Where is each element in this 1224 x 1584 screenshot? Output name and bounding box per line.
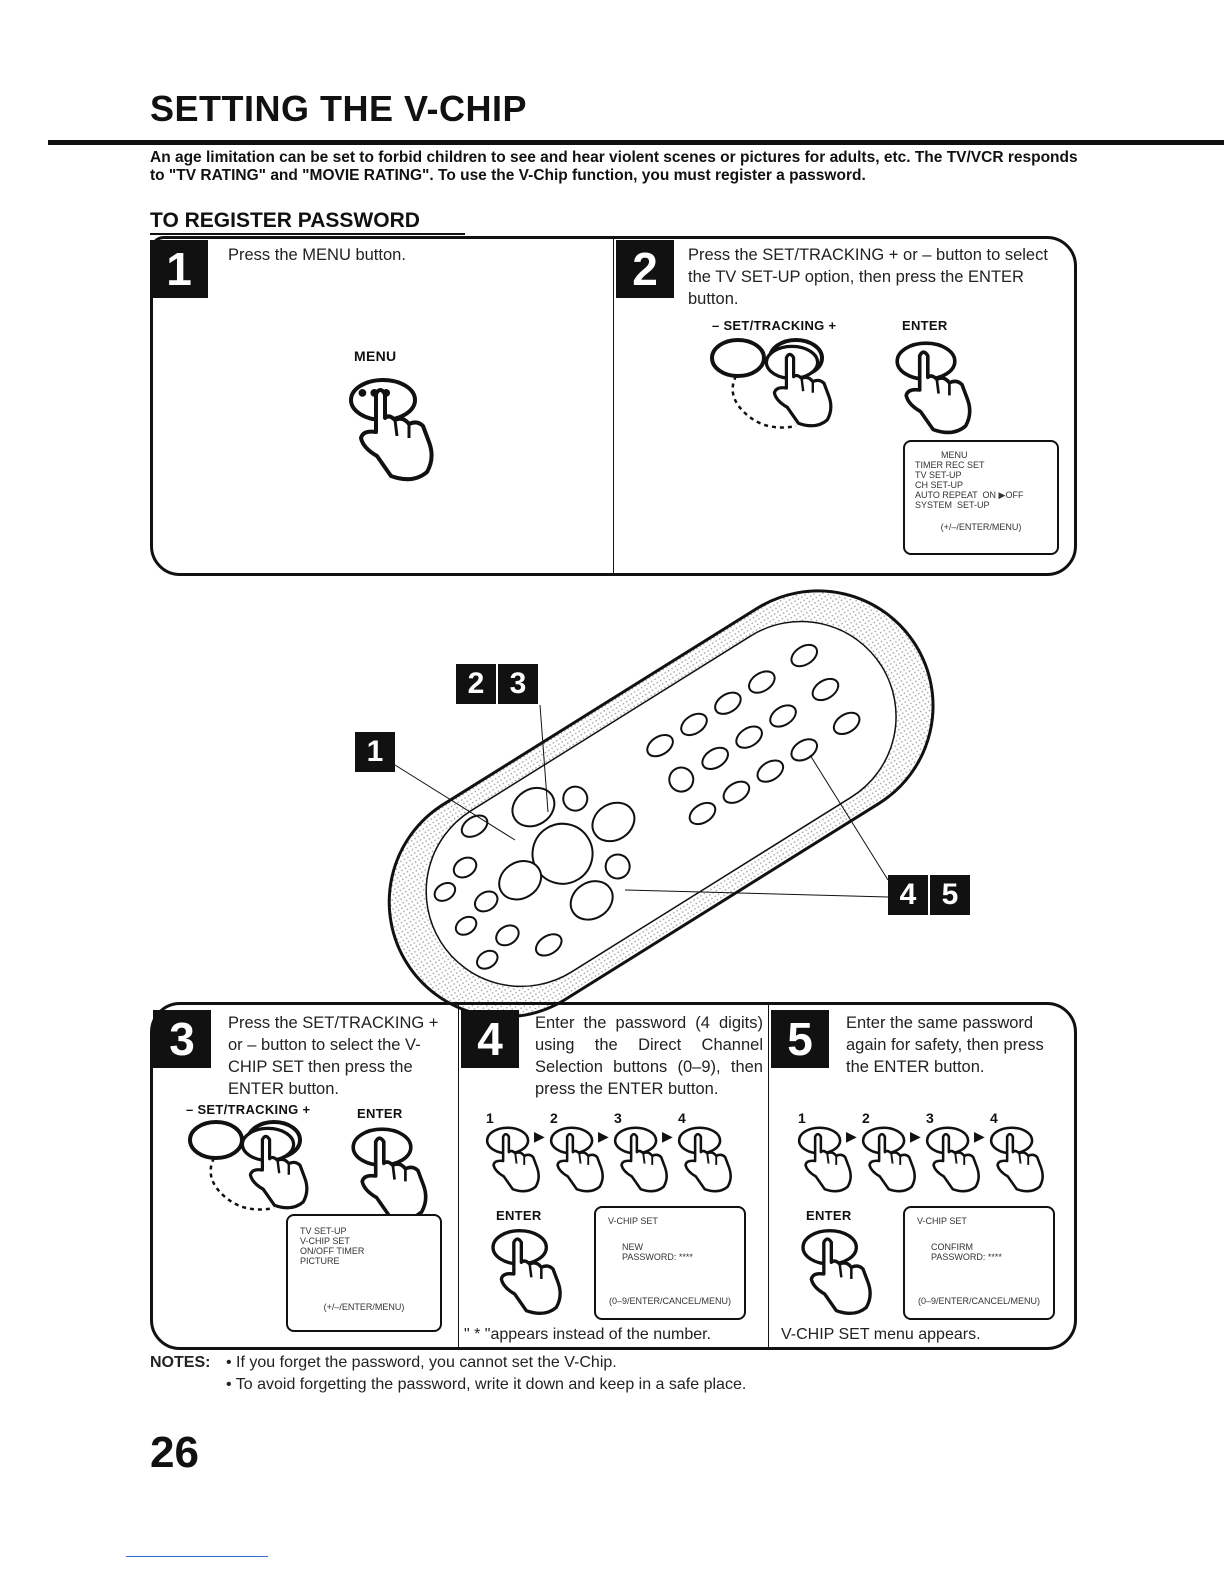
tv-setup-screen-item: PICTURE: [300, 1256, 340, 1266]
screen-title: V-CHIP SET: [608, 1216, 658, 1226]
section-heading: TO REGISTER PASSWORD: [150, 209, 420, 232]
callout-badge-2-3: 2 3: [456, 664, 538, 704]
enter-label: ENTER: [496, 1208, 542, 1223]
step-4-caption: " * "appears instead of the number.: [464, 1326, 712, 1343]
notes-label: NOTES:: [150, 1354, 211, 1371]
menu-screen-item: SYSTEM SET-UP: [915, 500, 990, 510]
new-password-screen: V-CHIP SET NEW PASSWORD: **** (0–9/ENTER…: [594, 1206, 746, 1320]
menu-button-dots-icon: ●●●: [357, 382, 393, 402]
digit-sequence: 1 2 3 4 ▶ ▶ ▶: [482, 1110, 752, 1200]
note-item: • If you forget the password, you cannot…: [226, 1354, 617, 1371]
digit-label: 3: [926, 1110, 935, 1126]
digit-sequence: 1 2 3 4 ▶ ▶ ▶: [794, 1110, 1064, 1200]
arrow-icon: ▶: [974, 1128, 985, 1144]
step-1-text: Press the MENU button.: [228, 246, 406, 264]
menu-screen-item: TIMER REC SET: [915, 460, 985, 470]
menu-screen-title: MENU: [941, 450, 968, 460]
screen-line: NEW: [622, 1242, 643, 1252]
badge-4: 4: [888, 875, 928, 915]
callout-badge-4-5: 4 5: [888, 875, 970, 915]
digit-label: 2: [550, 1110, 559, 1126]
tv-setup-screen-item: TV SET-UP: [300, 1226, 347, 1236]
digit-label: 4: [678, 1110, 687, 1126]
tv-setup-screen-item: ON/OFF TIMER: [300, 1246, 365, 1256]
step-5-text: Enter the same password again for safety…: [846, 1014, 1044, 1076]
page-title: SETTING THE V-CHIP: [150, 88, 528, 129]
badge-5: 5: [930, 875, 970, 915]
note-item: • To avoid forgetting the password, writ…: [226, 1376, 747, 1393]
title-rule: [48, 140, 1224, 145]
panel-divider: [458, 1005, 459, 1347]
badge-2: 2: [456, 664, 496, 704]
step-4-text: Enter the password (4 digits) using the …: [535, 1014, 763, 1098]
bottom-link-line: [126, 1556, 268, 1557]
arrow-icon: ▶: [662, 1128, 673, 1144]
step-5-number: 5: [771, 1010, 829, 1068]
panel-divider: [613, 239, 614, 573]
tracking-press-hand-icon: [236, 1122, 316, 1218]
steps-1-2-panel: [150, 236, 1077, 576]
intro-paragraph: An age limitation can be set to forbid c…: [150, 149, 1078, 184]
badge-3: 3: [498, 664, 538, 704]
arrow-icon: ▶: [910, 1128, 921, 1144]
step-3-text: Press the SET/TRACKING + or – button to …: [228, 1014, 439, 1098]
arrow-icon: ▶: [846, 1128, 857, 1144]
screen-line: PASSWORD: ****: [622, 1252, 693, 1262]
digit-press-hand-icon: [986, 1122, 1050, 1200]
screen-footer: (0–9/ENTER/CANCEL/MENU): [608, 1296, 732, 1306]
enter-label: ENTER: [806, 1208, 852, 1223]
step-2-number: 2: [616, 240, 674, 298]
enter-press-hand-icon: [796, 1224, 880, 1324]
step-2-text: Press the SET/TRACKING + or – button to …: [688, 246, 1048, 308]
arrow-icon: ▶: [534, 1128, 545, 1144]
screen-footer: (0–9/ENTER/CANCEL/MENU): [917, 1296, 1041, 1306]
digit-press-hand-icon: [674, 1122, 738, 1200]
step-4-number: 4: [461, 1010, 519, 1068]
tracking-label: – SET/TRACKING +: [186, 1102, 311, 1117]
callout-badge-1: 1: [355, 732, 395, 772]
menu-screen-item: CH SET-UP: [915, 480, 964, 490]
digit-label: 1: [798, 1110, 807, 1126]
step-1-number: 1: [150, 240, 208, 298]
digit-label: 3: [614, 1110, 623, 1126]
arrow-icon: ▶: [598, 1128, 609, 1144]
step-3-number: 3: [153, 1010, 211, 1068]
menu-screen-item: AUTO REPEAT ON ▶OFF: [915, 490, 1024, 500]
digit-label: 4: [990, 1110, 999, 1126]
menu-screen: MENU TIMER REC SET TV SET-UP CH SET-UP A…: [903, 440, 1059, 555]
remote-control-illustration: [387, 589, 935, 1019]
panel-divider: [768, 1005, 769, 1347]
step-5-caption: V-CHIP SET menu appears.: [781, 1326, 981, 1343]
menu-screen-footer: (+/–/ENTER/MENU): [940, 522, 1022, 532]
digit-label: 1: [486, 1110, 495, 1126]
confirm-password-screen: V-CHIP SET CONFIRM PASSWORD: **** (0–9/E…: [903, 1206, 1055, 1320]
menu-screen-item: TV SET-UP: [915, 470, 962, 480]
tracking-label: – SET/TRACKING +: [712, 318, 837, 333]
screen-title: V-CHIP SET: [917, 1216, 967, 1226]
enter-label: ENTER: [902, 318, 948, 333]
screen-line: PASSWORD: ****: [931, 1252, 1002, 1262]
tv-setup-screen-footer: (+/–/ENTER/MENU): [323, 1302, 405, 1312]
tv-setup-screen-item: V-CHIP SET: [300, 1236, 350, 1246]
enter-label: ENTER: [357, 1106, 403, 1121]
enter-press-hand-icon: [486, 1224, 570, 1324]
steps-3-5-panel: [150, 1002, 1077, 1350]
menu-button-label: MENU: [354, 348, 397, 364]
digit-label: 2: [862, 1110, 871, 1126]
section-heading-rule: [150, 233, 465, 235]
page-number: 26: [150, 1428, 199, 1477]
tv-setup-screen: TV SET-UP V-CHIP SET ON/OFF TIMER PICTUR…: [286, 1214, 442, 1332]
screen-line: CONFIRM: [931, 1242, 973, 1252]
